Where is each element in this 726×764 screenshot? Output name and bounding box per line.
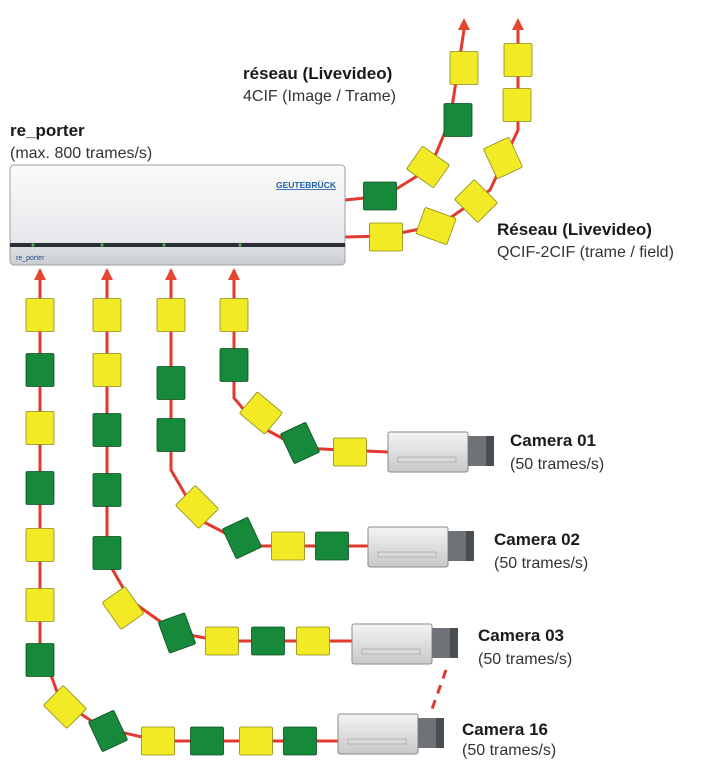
- network-2-spec: QCIF-2CIF (trame / field): [497, 244, 674, 261]
- camera-03-frame: [92, 413, 122, 447]
- camera-16-rate: (50 trames/s): [462, 742, 557, 759]
- camera-03-frame: [158, 612, 196, 654]
- camera-03-frame: [102, 586, 144, 630]
- camera-16-icon: [337, 713, 444, 755]
- camera-01-frame: [239, 391, 283, 435]
- camera-03-frame: [92, 536, 122, 570]
- camera-16-arrow: [34, 268, 46, 280]
- camera-03-arrow: [101, 268, 113, 280]
- network-2-title: Réseau (Livevideo): [497, 220, 652, 239]
- camera-16-frame: [25, 298, 55, 332]
- camera-02-frame: [271, 531, 305, 561]
- camera-16-frame: [190, 726, 224, 756]
- omitted-cameras-dash: [429, 669, 448, 713]
- camera-16-frame: [283, 726, 317, 756]
- camera-16-frame: [25, 411, 55, 445]
- camera-16-frame: [239, 726, 273, 756]
- camera-03-link: [105, 270, 352, 643]
- camera-16-frame: [25, 353, 55, 387]
- camera-01-label: Camera 01: [510, 431, 597, 450]
- camera-02-icon: [367, 526, 474, 568]
- network-2-frame: [503, 43, 533, 77]
- camera-02-frame: [175, 485, 219, 529]
- camera-02-frame: [315, 531, 349, 561]
- network-1-frame: [363, 181, 397, 211]
- camera-03-icon: [351, 623, 458, 665]
- network-2-frame: [502, 88, 532, 122]
- camera-03-frame: [205, 626, 239, 656]
- camera-01-rate: (50 trames/s): [510, 456, 605, 473]
- camera-02-frame: [156, 366, 186, 400]
- camera-16-frame: [88, 710, 128, 752]
- camera-03-frame: [92, 353, 122, 387]
- device-plate: re_porter: [16, 255, 45, 262]
- camera-16-frame: [25, 588, 55, 622]
- network-1-title: réseau (Livevideo): [243, 64, 393, 83]
- camera-01-frame: [280, 422, 320, 464]
- camera-02-frame: [156, 298, 186, 332]
- camera-03-frame: [92, 473, 122, 507]
- camera-02-frame: [222, 517, 262, 559]
- network-1-frame: [449, 51, 479, 85]
- camera-16-frame: [141, 726, 175, 756]
- camera-01-arrow: [228, 268, 240, 280]
- network-2-frame: [369, 222, 403, 252]
- camera-16-frame: [25, 471, 55, 505]
- brand-logo: GEUTEBRÜCK: [276, 180, 337, 190]
- camera-01-frame: [219, 348, 249, 382]
- camera-03-frame: [92, 298, 122, 332]
- network-1-spec: 4CIF (Image / Trame): [243, 88, 396, 105]
- camera-01-frame: [333, 437, 367, 467]
- re-porter-device: GEUTEBRÜCK re_porter: [9, 164, 346, 266]
- network-2-frame: [415, 207, 457, 245]
- network-2-frame: [454, 179, 498, 223]
- camera-16-label: Camera 16: [462, 720, 549, 739]
- camera-03-rate: (50 trames/s): [478, 651, 573, 668]
- network-2-arrow: [512, 18, 524, 30]
- camera-16-frame: [25, 643, 55, 677]
- device-title: re_porter: [10, 121, 85, 140]
- camera-02-arrow: [165, 268, 177, 280]
- camera-03-frame: [296, 626, 330, 656]
- camera-01-icon: [387, 431, 494, 473]
- network-1-frame: [443, 103, 473, 137]
- camera-16-frame: [43, 685, 87, 729]
- camera-03-label: Camera 03: [478, 626, 565, 645]
- camera-02-rate: (50 trames/s): [494, 555, 589, 572]
- camera-16-frame: [25, 528, 55, 562]
- camera-02-frame: [156, 418, 186, 452]
- camera-01-frame: [219, 298, 249, 332]
- device-capacity: (max. 800 trames/s): [10, 145, 153, 162]
- camera-02-label: Camera 02: [494, 530, 581, 549]
- camera-03-frame: [251, 626, 285, 656]
- network-1-arrow: [458, 18, 470, 30]
- network-2-frame: [483, 137, 523, 179]
- network-1-frame: [406, 146, 450, 188]
